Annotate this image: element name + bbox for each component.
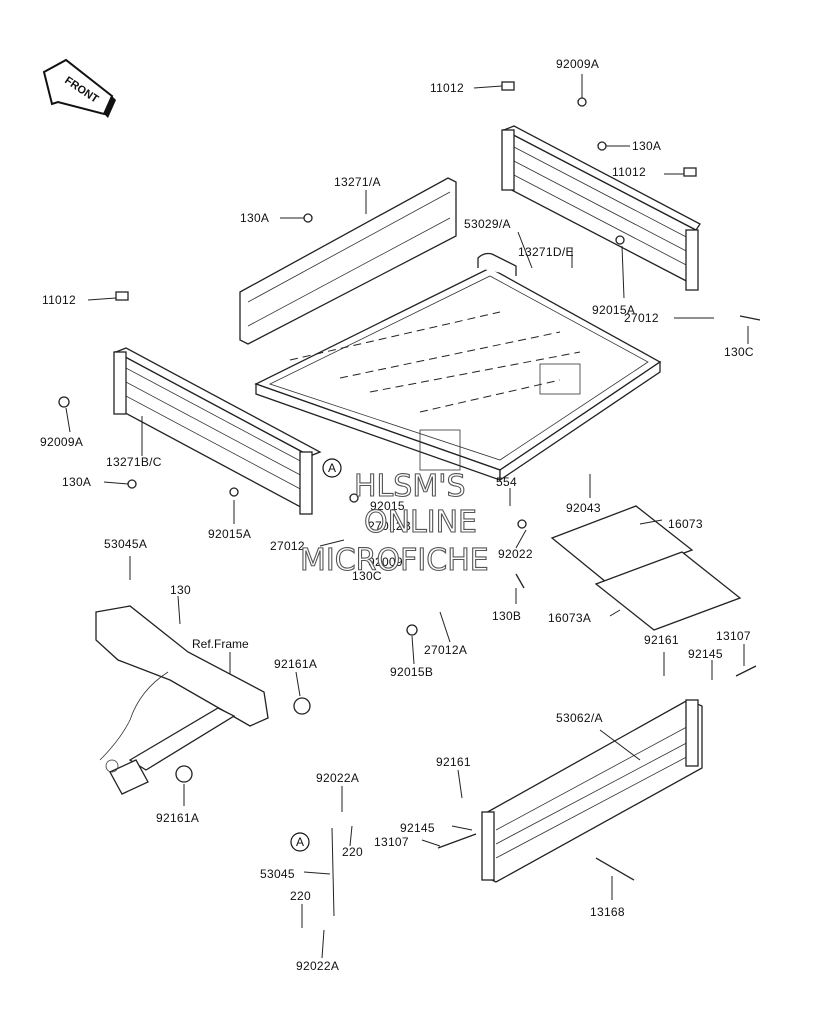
label-13107-mid: 13107	[374, 835, 409, 849]
label-13271bc: 13271B/C	[106, 455, 162, 469]
label-92145-mid: 92145	[400, 821, 435, 835]
callout-a-upper: A	[322, 458, 342, 478]
label-11012-top: 11012	[430, 81, 464, 95]
label-53029a: 53029/A	[464, 217, 511, 231]
label-92022: 92022	[498, 547, 533, 561]
label-130b: 130B	[492, 609, 521, 623]
label-16073a: 16073A	[548, 611, 591, 625]
label-92009a-left: 92009A	[40, 435, 83, 449]
side-gate-13271bc	[113, 347, 322, 515]
label-130a-left: 130A	[62, 475, 91, 489]
ref-frame-label: Ref.Frame	[192, 637, 249, 651]
callout-a-lower-letter: A	[296, 835, 304, 849]
label-13107-right: 13107	[716, 629, 751, 643]
label-130a-center: 130A	[240, 211, 269, 225]
callout-a-lower: A	[290, 832, 310, 852]
label-27012a: 27012A	[424, 643, 467, 657]
label-92015a-right: 92015A	[592, 303, 635, 317]
label-13271a: 13271/A	[334, 175, 381, 189]
label-554: 554	[496, 475, 517, 489]
label-92022a-bottom: 92022A	[296, 959, 339, 973]
reference-frame	[95, 605, 269, 795]
watermark-line-2: ONLINE	[364, 505, 477, 540]
tailgate-53062a	[481, 699, 703, 883]
watermark-line-3: MICROFICHE	[300, 543, 489, 578]
label-92161a-top: 92161A	[274, 657, 317, 671]
label-27012-left: 27012	[270, 539, 305, 553]
label-92145-right: 92145	[688, 647, 723, 661]
cargo-bed-53029a	[254, 252, 662, 482]
label-13168: 13168	[590, 905, 625, 919]
label-11012-right: 11012	[612, 165, 646, 179]
label-92161a-bottom: 92161A	[156, 811, 199, 825]
label-130c-right: 130C	[724, 345, 754, 359]
label-11012-left: 11012	[42, 293, 76, 307]
label-130: 130	[170, 583, 191, 597]
label-130c-left: 130C	[352, 569, 382, 583]
label-27012-right: 27012	[624, 311, 659, 325]
label-220-bottom: 220	[290, 889, 311, 903]
label-27012b: 27012B	[368, 519, 411, 533]
label-53045a: 53045A	[104, 537, 147, 551]
watermark-line-1: HLSM'S	[354, 469, 466, 504]
label-130a-right: 130A	[632, 139, 661, 153]
part-labels: 11012 92009A 130A 11012 13271/A 130A 530…	[40, 57, 754, 973]
label-92015a-left: 92015A	[208, 527, 251, 541]
watermark: HLSM'S ONLINE MICROFICHE	[299, 468, 489, 578]
callout-a-upper-letter: A	[328, 461, 336, 475]
label-53062a: 53062/A	[556, 711, 603, 725]
label-13271de: 13271D/E	[518, 245, 574, 259]
label-53045: 53045	[260, 867, 295, 881]
label-92161-right: 92161	[644, 633, 679, 647]
label-92015: 92015	[370, 499, 405, 513]
label-92022a-top: 92022A	[316, 771, 359, 785]
label-92161-mid: 92161	[436, 755, 471, 769]
front-arrow-icon: FRONT	[42, 58, 116, 118]
leader-lines	[65, 74, 749, 959]
label-220-top: 220	[342, 845, 363, 859]
label-92009: 92009	[368, 555, 403, 569]
label-16073: 16073	[668, 517, 703, 531]
mat-16073	[550, 505, 742, 631]
label-92043: 92043	[566, 501, 601, 515]
label-92015b: 92015B	[390, 665, 433, 679]
side-gate-13271de	[501, 125, 701, 291]
front-panel-13271a	[239, 177, 457, 345]
label-92009a-top: 92009A	[556, 57, 599, 71]
